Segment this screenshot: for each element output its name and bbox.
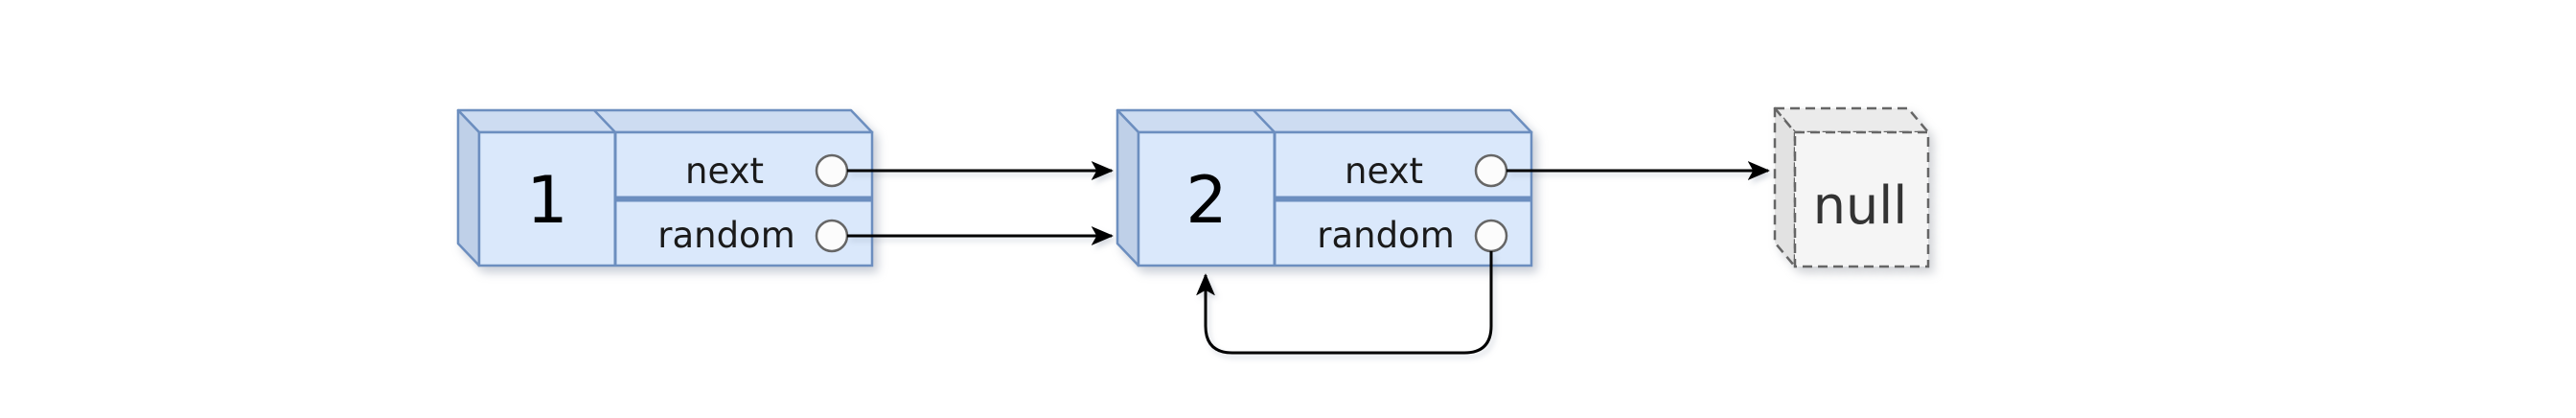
node-1-next-label: next <box>685 151 764 192</box>
node-2-value: 2 <box>1185 163 1227 239</box>
node-1: 1 next random <box>456 108 874 267</box>
null-terminator: null <box>1773 106 1930 268</box>
node-1-random-label: random <box>657 215 795 256</box>
node-2-top-seam <box>1253 109 1276 133</box>
node-2-next-label: next <box>1345 151 1423 192</box>
node-2-next-port <box>1474 153 1508 188</box>
edge-node2-random-self-loop <box>1206 251 1493 355</box>
node-2-random-label: random <box>1317 215 1455 256</box>
node-1-top-seam <box>593 109 616 133</box>
node-2-top-face <box>1116 108 1533 134</box>
node-1-value: 1 <box>526 163 567 239</box>
node-2-side-face <box>1116 108 1140 267</box>
node-1-next-port <box>815 153 849 188</box>
node-2: 2 next random <box>1116 108 1533 267</box>
node-1-top-face <box>456 108 874 134</box>
edges <box>847 171 1768 355</box>
null-top-face <box>1773 106 1930 134</box>
node-2-random-port <box>1474 219 1508 253</box>
null-front-face <box>1793 130 1930 268</box>
null-label: null <box>1813 175 1907 236</box>
node-1-side-face <box>456 108 481 267</box>
null-side-face <box>1773 106 1797 268</box>
node-1-random-port <box>815 219 849 253</box>
